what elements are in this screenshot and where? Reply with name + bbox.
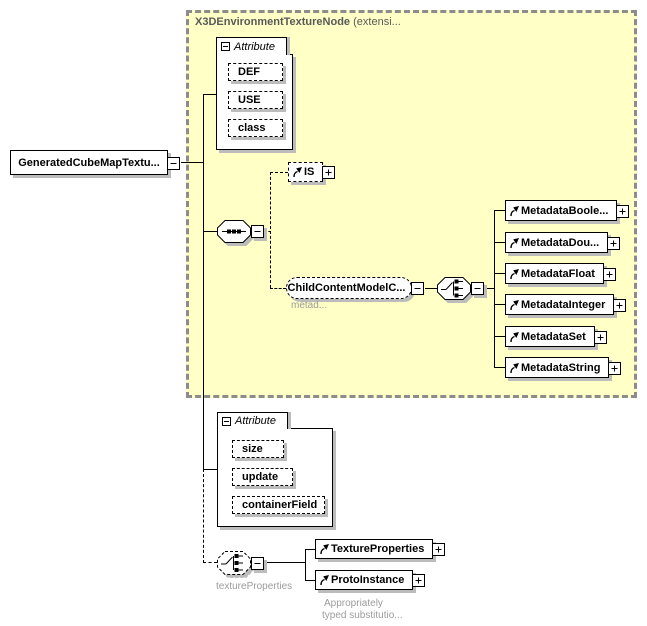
base-type-name: X3DEnvironmentTextureNode xyxy=(195,16,351,28)
element-label: MetadataDou... xyxy=(521,236,600,249)
collapse-icon[interactable] xyxy=(167,157,180,170)
collapse-icon[interactable] xyxy=(221,42,230,51)
connector-line xyxy=(203,231,217,232)
connector-line xyxy=(203,94,204,469)
substitution-note-line2: typed substitutio... xyxy=(322,610,403,621)
attribute-group-tab[interactable]: Attribute xyxy=(216,37,287,55)
element-label: TextureProperties xyxy=(331,543,425,555)
choice-icon-optional xyxy=(217,551,264,575)
attribute-label: USE xyxy=(238,94,261,106)
element-label: MetadataBoole... xyxy=(521,204,609,217)
element-ref-arrow-icon xyxy=(509,331,520,343)
attribute-label: size xyxy=(242,443,263,455)
connector-line xyxy=(270,288,286,289)
expand-icon[interactable] xyxy=(602,268,616,281)
expand-icon[interactable] xyxy=(613,299,627,312)
element-ref-arrow-icon xyxy=(509,299,520,311)
expand-icon[interactable] xyxy=(322,166,336,179)
attribute-class[interactable]: class xyxy=(228,119,283,137)
group-ref-child-content-model[interactable]: ChildContentModelC... xyxy=(286,277,424,299)
connector-line xyxy=(264,562,305,563)
connector-line xyxy=(203,469,217,470)
attribute-label: DEF xyxy=(238,66,260,78)
expand-icon[interactable] xyxy=(593,331,607,344)
attribute-use[interactable]: USE xyxy=(228,91,283,109)
attribute-label: containerField xyxy=(242,499,318,511)
collapse-icon[interactable] xyxy=(471,282,484,295)
element-metadata-double[interactable]: MetadataDou... xyxy=(505,232,621,253)
element-metadata-float[interactable]: MetadataFloat xyxy=(505,263,616,284)
collapse-icon[interactable] xyxy=(411,282,424,295)
element-metadata-set[interactable]: MetadataSet xyxy=(505,326,607,347)
connector-line xyxy=(270,172,271,288)
connector-line xyxy=(494,273,505,274)
collapse-icon[interactable] xyxy=(222,416,231,426)
element-label: MetadataInteger xyxy=(521,298,606,311)
attribute-size[interactable]: size xyxy=(232,440,284,458)
attribute-group-label: Attribute xyxy=(235,415,276,427)
connector-line xyxy=(181,162,203,163)
connector-line xyxy=(270,172,288,173)
attribute-def[interactable]: DEF xyxy=(228,63,283,81)
choice-icon xyxy=(437,277,484,300)
connector-line xyxy=(203,562,217,563)
attribute-group-tab[interactable]: Attribute xyxy=(217,412,288,429)
base-type-group-title: X3DEnvironmentTextureNode (extensi... xyxy=(195,16,401,28)
connector-line xyxy=(203,469,204,563)
connector-line xyxy=(203,94,216,95)
connector-line xyxy=(494,242,505,243)
expand-icon[interactable] xyxy=(608,362,622,375)
element-label: MetadataString xyxy=(521,361,601,374)
attribute-label: class xyxy=(238,122,266,134)
element-ref-arrow-icon xyxy=(509,237,520,249)
element-metadata-string[interactable]: MetadataString xyxy=(505,357,622,378)
substitution-note-line1: Appropriately xyxy=(324,598,383,609)
expand-icon[interactable] xyxy=(607,237,621,250)
element-label: IS xyxy=(304,166,315,178)
choice-annotation: textureProperties xyxy=(216,581,293,592)
element-ref-arrow-icon xyxy=(319,543,330,555)
element-label: MetadataFloat xyxy=(521,267,595,280)
connector-line xyxy=(494,367,505,368)
element-texture-properties[interactable]: TextureProperties xyxy=(315,539,446,559)
element-metadata-boolean[interactable]: MetadataBoole... xyxy=(505,200,630,221)
element-label: MetadataSet xyxy=(521,330,586,343)
base-type-suffix: (extensi... xyxy=(350,16,401,28)
collapse-icon[interactable] xyxy=(251,557,264,570)
attribute-update[interactable]: update xyxy=(232,468,293,486)
connector-line xyxy=(494,304,505,305)
group-ref-annotation: metad... xyxy=(291,300,328,311)
element-ref-arrow-icon xyxy=(319,574,330,586)
element-label: GeneratedCubeMapTextu... xyxy=(18,156,160,169)
element-ref-arrow-icon xyxy=(509,362,520,374)
connector-line xyxy=(494,336,505,337)
connector-line xyxy=(305,580,315,581)
element-metadata-integer[interactable]: MetadataInteger xyxy=(505,294,627,315)
element-ref-arrow-icon xyxy=(509,268,520,280)
attribute-container-field[interactable]: containerField xyxy=(232,496,325,514)
sequence-icon xyxy=(217,220,264,243)
element-ref-arrow-icon xyxy=(509,205,520,217)
expand-icon[interactable] xyxy=(412,574,426,587)
connector-line xyxy=(483,288,495,289)
element-proto-instance[interactable]: ProtoInstance xyxy=(315,570,426,590)
group-ref-label: ChildContentModelC... xyxy=(287,282,406,294)
attribute-group-label: Attribute xyxy=(234,40,275,53)
expand-icon[interactable] xyxy=(616,205,630,218)
connector-line xyxy=(305,549,306,580)
collapse-icon[interactable] xyxy=(251,225,264,238)
attribute-label: update xyxy=(242,471,279,483)
element-ref-arrow-icon xyxy=(292,166,303,178)
connector-line xyxy=(264,231,271,232)
element-is[interactable]: IS xyxy=(288,162,336,182)
connector-line xyxy=(494,210,495,368)
element-generated-cube-map-texture[interactable]: GeneratedCubeMapTextu... xyxy=(10,150,180,175)
element-label: ProtoInstance xyxy=(331,574,405,586)
expand-icon[interactable] xyxy=(432,543,446,556)
connector-line xyxy=(425,288,437,289)
connector-line xyxy=(305,549,315,550)
connector-line xyxy=(494,210,505,211)
